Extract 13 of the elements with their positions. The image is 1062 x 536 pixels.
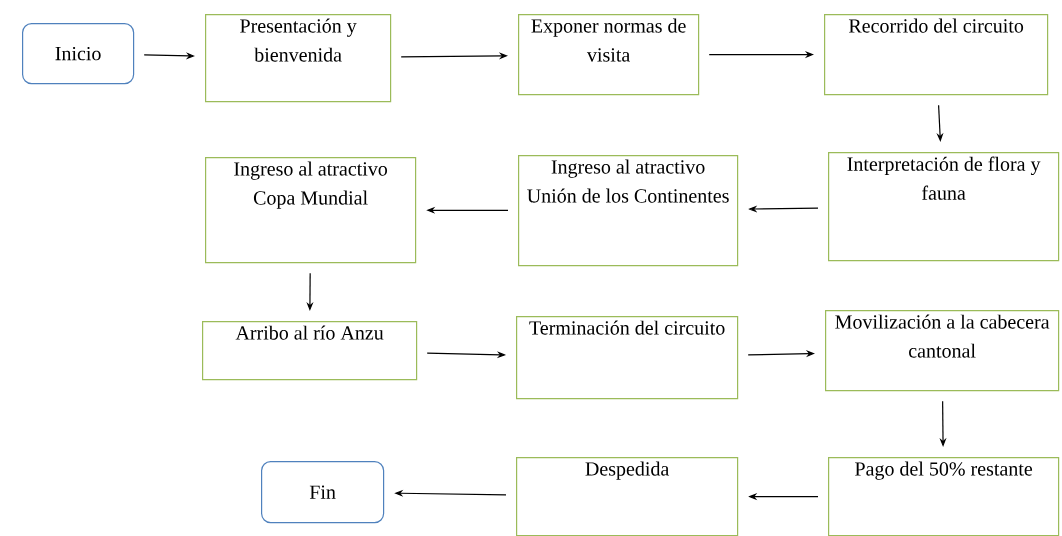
process-box: Terminación del circuito [516, 316, 739, 400]
process-box: Movilización a la cabecera cantonal [825, 310, 1060, 392]
process-box: Recorrido del circuito [824, 14, 1049, 96]
process-box: Ingreso al atractivo Unión de los Continentes [518, 155, 739, 267]
process-box: Ingreso al atractivo Copa Mundial [205, 157, 417, 264]
process-box: Arribo al río Anzu [202, 321, 418, 381]
process-box: Despedida [516, 457, 739, 536]
start-end-box: Inicio [22, 23, 135, 85]
start-end-box: Fin [261, 461, 385, 524]
process-box: Interpretación de flora y fauna [828, 152, 1060, 262]
process-box: Presentación y bienvenida [205, 14, 392, 103]
process-box: Pago del 50% restante [828, 457, 1060, 536]
process-box: Exponer normas de visita [518, 14, 700, 96]
